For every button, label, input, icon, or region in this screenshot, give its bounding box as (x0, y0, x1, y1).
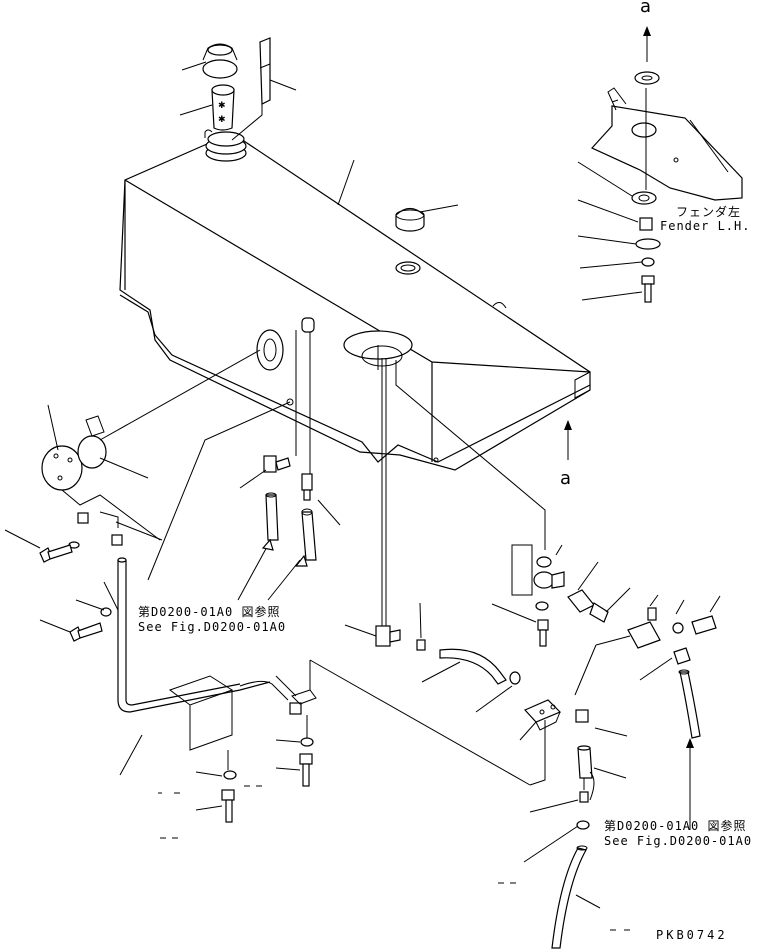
valve-icon (627, 607, 717, 665)
fender-label-jp: フェンダ左 (676, 205, 742, 219)
reference-label-right-en: See Fig.D0200-01A0 (604, 834, 753, 848)
fitting-icon (576, 745, 593, 830)
valve-icon (263, 455, 313, 501)
fitting-icon (533, 556, 565, 647)
arrow-up-icon (564, 26, 694, 830)
drawing-id: PKB0742 (656, 928, 728, 942)
svg-text:✱: ✱ (218, 115, 226, 125)
bolt-icon (299, 753, 313, 787)
hose-icon (551, 845, 588, 949)
breather-cap (395, 207, 425, 275)
fuel-tank-icon (119, 132, 591, 471)
bracket-icon (591, 87, 743, 201)
bolt-icon (39, 544, 73, 563)
svg-text:✱: ✱ (218, 101, 226, 111)
bracket-icon (523, 699, 589, 731)
view-letter-right: a (560, 468, 572, 489)
reference-label-right-jp: 第D0200-01A0 図参照 (604, 819, 747, 833)
reference-label-left-jp: 第D0200-01A0 図参照 (138, 605, 281, 619)
valve-icon (375, 625, 401, 647)
fender-label-en: Fender L.H. (660, 219, 751, 233)
washer-icon (631, 71, 661, 267)
hose-icon (265, 492, 317, 561)
view-letter-top: a (640, 0, 652, 17)
reference-label-left-en: See Fig.D0200-01A0 (138, 620, 287, 634)
sender-unit (41, 415, 161, 549)
strainer-icon: ✱ ✱ (211, 84, 235, 131)
bolt-icon (641, 275, 655, 303)
bolt-icon (69, 607, 112, 642)
sump-funnel (343, 330, 413, 370)
fitting-icon (567, 589, 609, 623)
bolt-icon (221, 789, 235, 823)
filler-cap-icon (202, 43, 247, 162)
